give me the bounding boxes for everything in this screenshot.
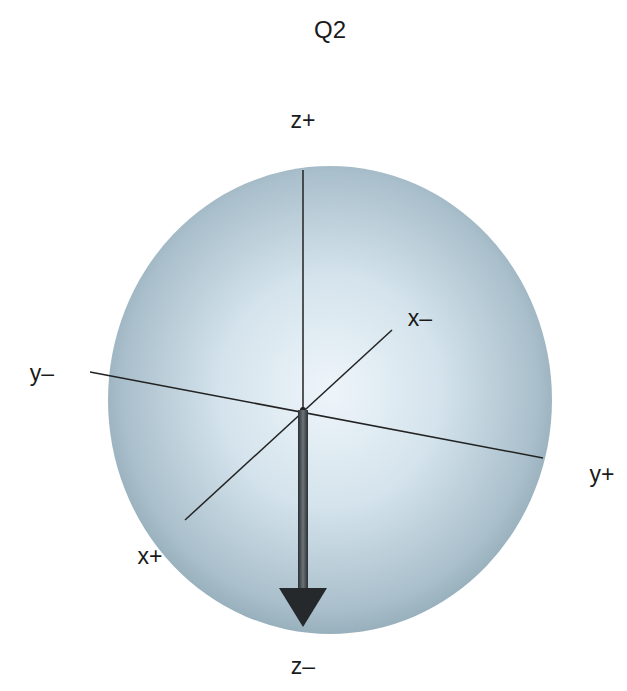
y-axis [90,372,543,458]
axis-label: z– [291,655,315,678]
axis-label: y– [30,362,54,385]
qubit-title: Q2 [314,18,346,42]
axis-label: x+ [138,545,163,568]
state-vector-head [279,588,327,627]
axis-label: x– [408,307,432,330]
axis-label: z+ [291,109,316,132]
z-axis [302,170,304,410]
sphere [108,166,552,634]
x-axis [185,330,392,520]
axis-label: y+ [590,463,615,486]
state-vector-shaft [298,410,308,592]
